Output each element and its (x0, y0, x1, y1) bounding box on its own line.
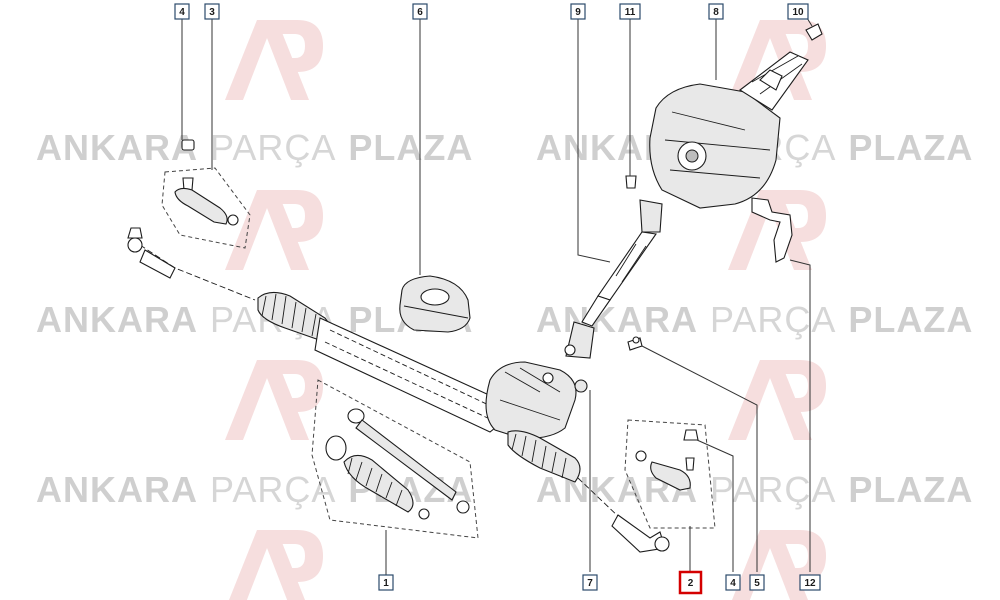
shaft-tube (597, 231, 657, 301)
small-parts (574, 175, 793, 393)
watermark-logo (225, 20, 323, 100)
watermark-logo (225, 360, 323, 440)
inner-tie-rod-boundary (311, 379, 479, 539)
callout-7[interactable]: 7 (582, 574, 598, 591)
left-lock-nut (181, 139, 195, 151)
callout-4-bottom[interactable]: 4 (725, 574, 741, 591)
left-tie-rod-end (174, 187, 228, 225)
column-mount-bolt (625, 175, 637, 189)
left-adjust-nut (227, 214, 239, 226)
watermark-logos (225, 20, 826, 600)
pinion-input (542, 372, 554, 384)
leader-lines (181, 17, 813, 576)
steering-column (649, 23, 823, 209)
svg-text:3: 3 (209, 7, 215, 18)
group-boundaries (161, 167, 716, 539)
right-tie-rod-end (650, 461, 691, 491)
column-motor-center (685, 149, 699, 163)
shaft-tube-detail (615, 243, 647, 283)
column-housing-ribs (664, 111, 771, 179)
leader-5 (641, 345, 758, 572)
steering-rack (127, 227, 670, 553)
inner-tie-rod-nut (456, 500, 470, 514)
callout-11[interactable]: 11 (619, 3, 641, 20)
boot-small-clamp (418, 508, 430, 520)
inner-tie-rod-kit (325, 408, 470, 520)
watermark-logo (728, 360, 826, 440)
svg-text:2: 2 (688, 578, 694, 589)
callout-5[interactable]: 5 (749, 574, 765, 591)
svg-text:6: 6 (417, 7, 423, 18)
right-ball-stud (685, 457, 695, 471)
rack-housing-detail (324, 329, 496, 421)
bushing (574, 379, 588, 393)
svg-text:10: 10 (792, 7, 804, 18)
svg-text:7: 7 (587, 578, 593, 589)
leader-4b (696, 439, 734, 572)
svg-text:8: 8 (713, 7, 719, 18)
leader-12 (789, 259, 811, 572)
pinch-bolt-head (632, 336, 640, 344)
tie-rod-end-left-boundary (161, 167, 251, 249)
column-bolt (805, 23, 823, 41)
callout-4-top[interactable]: 4 (174, 3, 190, 20)
callout-3[interactable]: 3 (204, 3, 220, 20)
upper-universal-joint (639, 199, 663, 233)
right-rack-boot (507, 430, 581, 483)
tie-rod-end-right-boundary (624, 419, 716, 529)
pinion-housing (485, 361, 577, 439)
svg-text:12: 12 (804, 578, 816, 589)
pinion-housing-ribs (499, 367, 561, 421)
intermediate-shaft (564, 199, 663, 359)
watermark-logo (225, 190, 323, 270)
callout-12[interactable]: 12 (799, 574, 821, 591)
inner-ball-joint (347, 408, 365, 424)
tie-rod-end-right-parts (635, 429, 699, 491)
left-ball-joint (127, 237, 143, 253)
callouts: 1 2 3 4 4 5 6 7 (174, 3, 821, 595)
left-ball-stud (127, 227, 143, 239)
callout-9[interactable]: 9 (570, 3, 586, 20)
steering-boot-seal (399, 275, 471, 333)
callout-8[interactable]: 8 (708, 3, 724, 20)
svg-text:5: 5 (754, 578, 760, 589)
column-bracket (759, 69, 783, 91)
right-tie-rod-shaft (577, 477, 623, 521)
svg-text:11: 11 (625, 7, 636, 18)
right-lock-nut (683, 429, 699, 441)
callout-6[interactable]: 6 (412, 3, 428, 20)
boot-bellows (343, 454, 414, 513)
svg-text:4: 4 (179, 7, 185, 18)
svg-text:1: 1 (383, 578, 389, 589)
lower-joint-pin (564, 344, 576, 356)
svg-text:4: 4 (730, 578, 736, 589)
right-jam-nut (635, 450, 647, 462)
shaft-lower (581, 295, 611, 327)
tie-rod-end-left-parts (174, 139, 239, 226)
leader-9 (577, 18, 611, 263)
boot-clamp-ring (325, 435, 347, 461)
column-bracket-support (751, 197, 793, 263)
svg-text:9: 9 (575, 7, 581, 18)
callout-1[interactable]: 1 (378, 574, 394, 591)
callout-10[interactable]: 10 (787, 3, 809, 20)
right-ball-joint (654, 536, 670, 552)
inner-tie-rod (355, 419, 457, 501)
callout-2[interactable]: 2 (678, 570, 703, 595)
watermark-logo (229, 530, 323, 600)
left-tie-rod-end-body (139, 249, 176, 279)
